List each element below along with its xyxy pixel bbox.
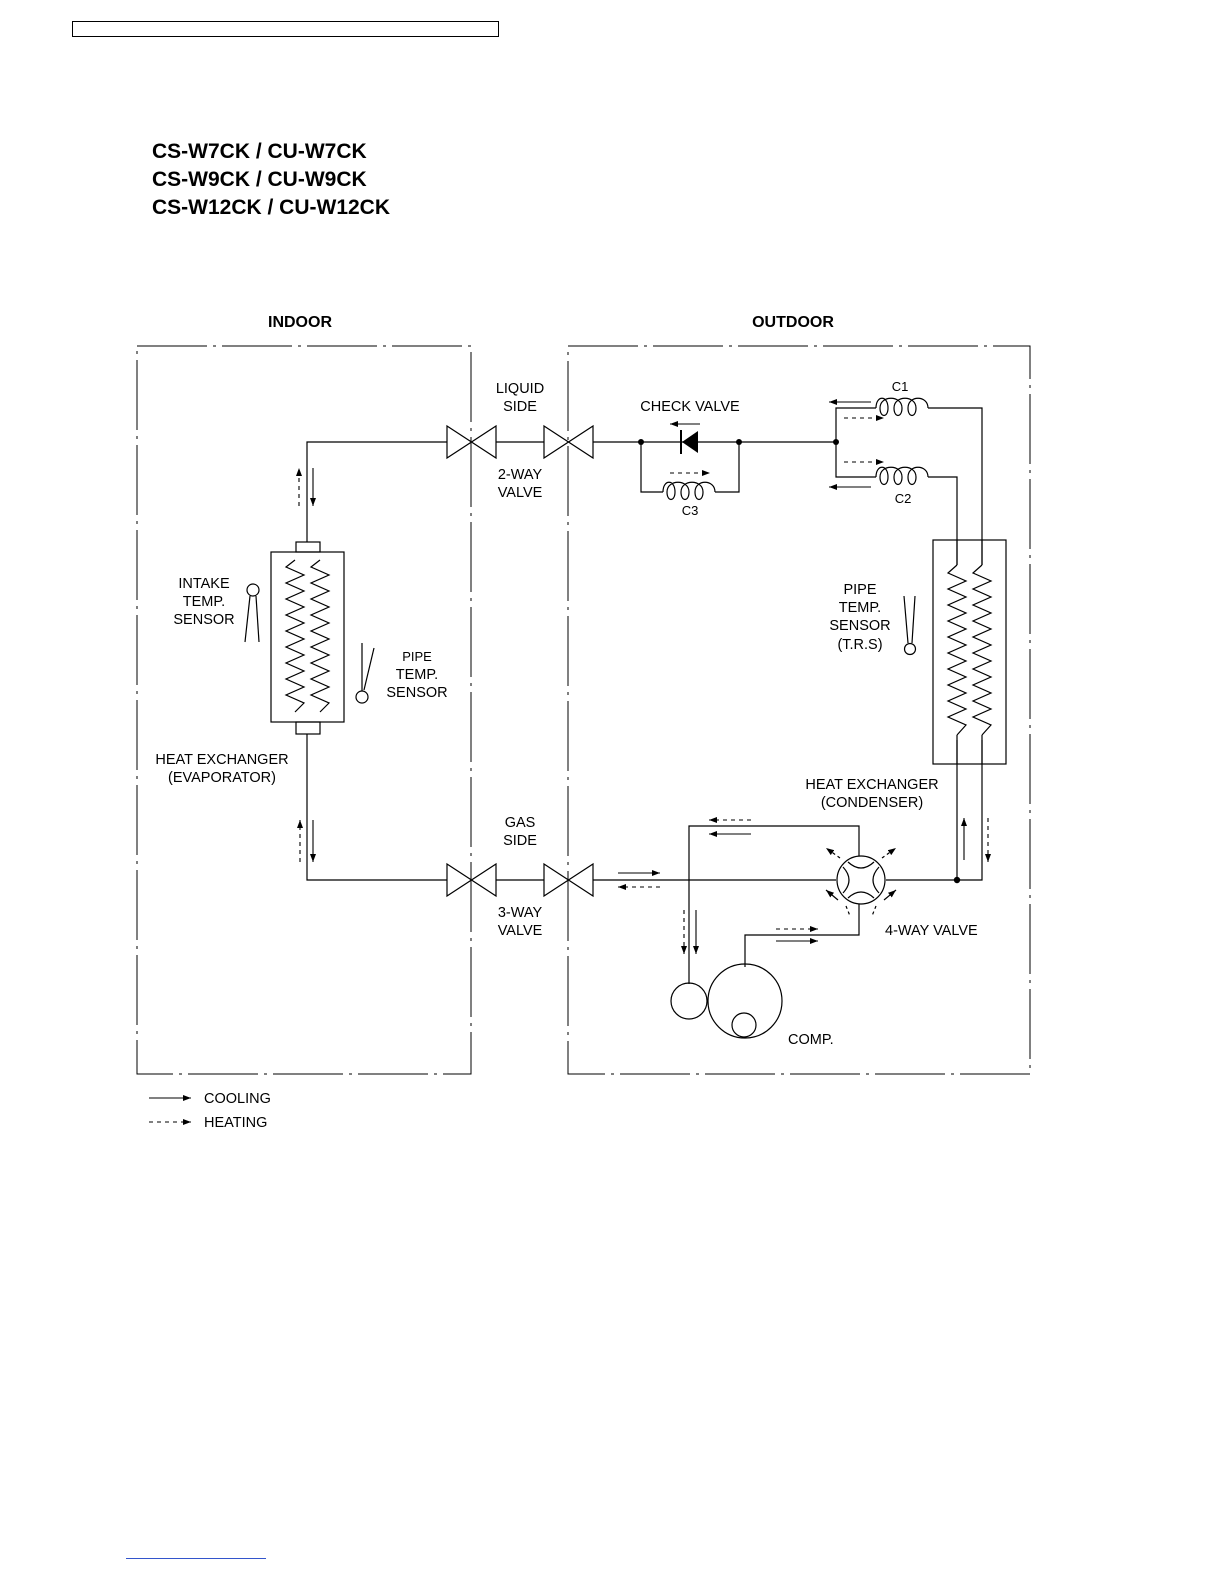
evaporator-label-1: HEAT EXCHANGER	[155, 752, 288, 768]
two-way-valve-label-2: VALVE	[498, 485, 543, 501]
liquid-side-label-2: SIDE	[503, 399, 537, 415]
evaporator-icon	[271, 542, 344, 734]
compressor-label: COMP.	[788, 1032, 834, 1048]
three-way-valve-label-1: 3-WAY	[498, 905, 543, 921]
intake-sensor-label-2: TEMP.	[183, 594, 225, 610]
indoor-title: INDOOR	[268, 314, 332, 331]
c1-label: C1	[892, 379, 909, 394]
outdoor-title: OUTDOOR	[752, 314, 834, 331]
indoor-unit-boundary	[137, 346, 471, 1074]
condenser-label-1: HEAT EXCHANGER	[805, 777, 938, 793]
outdoor-unit-boundary	[568, 346, 1030, 1074]
indoor-pipe-sensor-label-2: TEMP.	[396, 667, 438, 683]
indoor-pipe-sensor-label-3: SENSOR	[386, 685, 447, 701]
intake-sensor-label-1: INTAKE	[178, 576, 230, 592]
footer-link-underline	[126, 1558, 266, 1559]
four-way-valve-icon	[826, 848, 896, 916]
c2-label: C2	[895, 491, 912, 506]
condenser-label-2: (CONDENSER)	[821, 795, 923, 811]
indoor-pipe-sensor-label-1: PIPE	[402, 649, 432, 664]
capillary-c1-icon	[876, 398, 928, 415]
outdoor-pipe-sensor-label-3: SENSOR	[829, 618, 890, 634]
three-way-valve-label-2: VALVE	[498, 923, 543, 939]
check-valve-icon	[681, 430, 698, 454]
indoor-pipe-sensor-icon	[356, 643, 374, 703]
liquid-side-label-1: LIQUID	[496, 381, 544, 397]
capillary-c2-icon	[876, 467, 928, 484]
outdoor-pipe-sensor-label-4: (T.R.S)	[837, 637, 882, 653]
two-way-valve-label-1: 2-WAY	[498, 467, 543, 483]
gas-side-label-2: SIDE	[503, 833, 537, 849]
outdoor-pipe-sensor-icon	[904, 596, 916, 655]
four-way-valve-label: 4-WAY VALVE	[885, 923, 978, 939]
c3-label: C3	[682, 503, 699, 518]
outdoor-pipe-sensor-label-2: TEMP.	[839, 600, 881, 616]
evaporator-label-2: (EVAPORATOR)	[168, 770, 276, 786]
legend-heating-label: HEATING	[204, 1115, 267, 1131]
legend: COOLING HEATING	[149, 1091, 271, 1131]
check-valve-label: CHECK VALVE	[640, 399, 740, 415]
intake-sensor-label-3: SENSOR	[173, 612, 234, 628]
gas-side-label-1: GAS	[505, 815, 536, 831]
intake-temp-sensor-icon	[245, 584, 259, 642]
outdoor-pipe-sensor-label-1: PIPE	[843, 582, 876, 598]
legend-cooling-label: COOLING	[204, 1091, 271, 1107]
capillary-c3-icon	[663, 482, 715, 499]
compressor-icon	[671, 964, 782, 1038]
condenser-icon	[933, 540, 1006, 764]
